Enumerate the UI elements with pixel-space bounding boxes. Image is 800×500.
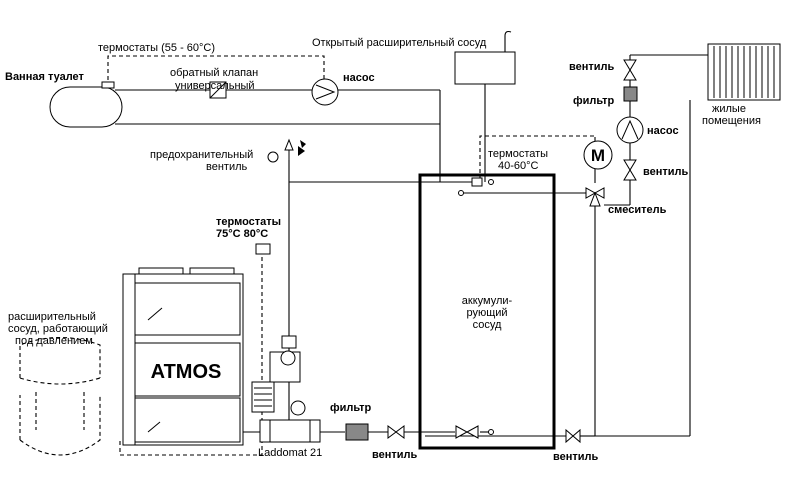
control-lines: [19, 55, 595, 456]
label-valve-tr: вентиль: [569, 61, 615, 73]
open-expansion-tank: [454, 51, 516, 85]
label-thermo-boiler-2: 75°C 80°C: [216, 228, 268, 240]
label-check-valve-2: универсальный: [175, 80, 255, 92]
label-safety-1: предохранительный: [150, 149, 253, 161]
label-filter-b: фильтр: [330, 402, 372, 414]
pump-top-icon: [311, 78, 339, 106]
label-mixer: смеситель: [608, 204, 667, 216]
label-thermo-boiler-1: термостаты: [216, 216, 281, 228]
label-thermostats-top: термостаты (55 - 60°C): [98, 42, 215, 54]
label-pump-top: насос: [343, 72, 375, 84]
label-exp-3: под давлением: [15, 335, 93, 347]
boiler-thermostat: [255, 243, 271, 255]
radiator-icon: [707, 43, 781, 101]
label-exp-1: расширительный: [8, 311, 96, 323]
valve-bottom-2-icon: [565, 428, 581, 444]
label-safety-2: вентиль: [206, 161, 248, 173]
svg-text:M: M: [591, 146, 605, 165]
valve-bottom-1-icon: [387, 425, 405, 439]
bath-water-heater: [49, 81, 123, 128]
label-open-tank: Открытый расширительный сосуд: [312, 37, 487, 49]
label-laddomat: Laddomat 21: [258, 447, 322, 459]
label-bath: Ванная туалет: [5, 71, 85, 83]
label-accum-3: сосуд: [473, 319, 502, 331]
boiler: ATMOS: [122, 267, 244, 446]
check-valve: [209, 81, 227, 99]
filter-right-icon: [623, 86, 638, 102]
safety-valve-icon: [267, 138, 306, 163]
label-valve-b2: вентиль: [553, 451, 599, 463]
label-thermo-mid-1: термостаты: [488, 148, 548, 160]
label-accum-2: рующий: [466, 307, 507, 319]
motor-icon: M: [583, 140, 613, 170]
label-thermo-mid-2: 40-60°C: [498, 160, 539, 172]
accumulator-tank: [418, 173, 556, 450]
label-check-valve-1: обратный клапан: [170, 67, 258, 79]
valve-right-2-icon: [623, 159, 637, 181]
label-exp-2: сосуд, работающий: [8, 323, 108, 335]
boiler-brand: ATMOS: [151, 361, 222, 383]
valve-in-tank-icon: [455, 425, 479, 439]
label-living-1: жилые: [712, 103, 746, 115]
mixer-valve-icon: [585, 187, 605, 207]
label-accum-1: аккумули-: [462, 295, 513, 307]
label-pump-r: насос: [647, 125, 679, 137]
tank-thermostat: [471, 177, 483, 187]
filter-bottom-icon: [345, 423, 369, 441]
pump-right-icon: [616, 116, 644, 144]
label-valve-r2: вентиль: [643, 166, 689, 178]
laddomat-unit: [251, 335, 321, 443]
label-valve-b1: вентиль: [372, 449, 418, 461]
label-filter-r: фильтр: [573, 95, 615, 107]
label-living-2: помещения: [702, 115, 761, 127]
valve-top-right-icon: [623, 59, 637, 81]
